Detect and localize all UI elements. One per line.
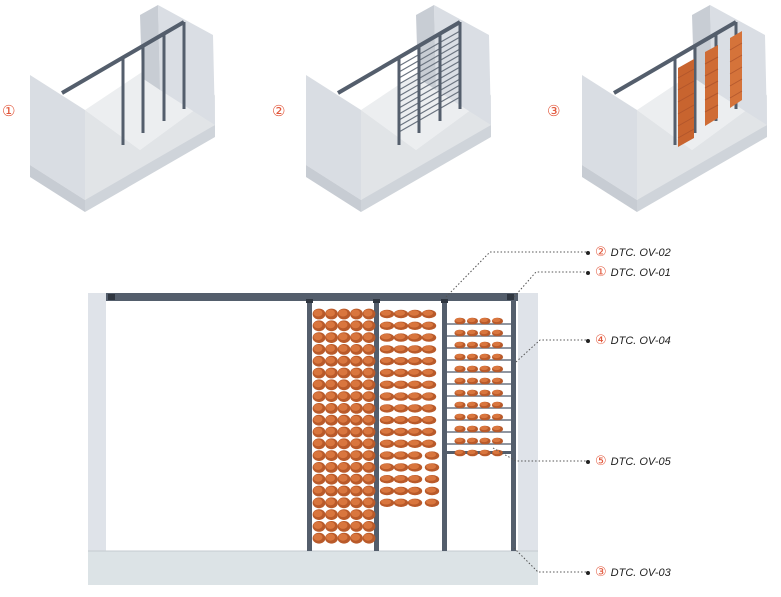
leader-ov-03 — [513, 547, 586, 573]
callout-dot — [586, 250, 590, 255]
callout-marker: ④ — [595, 333, 607, 348]
post-1 — [307, 301, 312, 551]
post-3 — [442, 301, 447, 551]
iso-view-step-1 — [30, 5, 215, 212]
callout-text: DTC. OV-01 — [610, 266, 671, 279]
beam-bracket-left — [108, 294, 115, 300]
iso-rack-shelves — [398, 30, 461, 133]
callout-ov-01: ① DTC. OV-01 — [586, 265, 671, 280]
beam-bracket-right — [507, 294, 514, 300]
callout-ov-04: ④ DTC. OV-04 — [586, 333, 671, 348]
iso-slab-edge — [85, 125, 215, 212]
iso-right-wall — [158, 5, 215, 125]
floor-slab — [88, 551, 538, 585]
leader-ov-01 — [513, 271, 586, 298]
iso-floor-front — [85, 95, 215, 200]
left-wall — [88, 293, 106, 553]
callout-marker: ⑤ — [595, 454, 607, 469]
iso-view-step-3 — [582, 5, 767, 212]
leader-ov-04 — [515, 339, 586, 363]
bottom-shelf-bar — [447, 451, 511, 454]
callout-ov-05: ⑤ DTC. OV-05 — [586, 454, 671, 469]
iso-left-wall — [30, 75, 85, 200]
callout-marker: ① — [595, 265, 607, 280]
leader-ov-05 — [492, 447, 586, 462]
callout-ov-03: ③ DTC. OV-03 — [586, 565, 671, 580]
fruit-bay-1 — [312, 308, 376, 544]
step-marker-2: ② — [272, 102, 286, 120]
step-marker-3: ③ — [547, 102, 561, 120]
post-2 — [374, 301, 379, 551]
fruit-bay-3 — [454, 317, 504, 457]
callout-dot — [586, 270, 590, 275]
callout-text: DTC. OV-04 — [610, 334, 671, 347]
callout-dot — [586, 338, 590, 343]
callout-dot — [586, 459, 590, 464]
leader-lines — [445, 251, 586, 573]
fruit-bay-2 — [379, 309, 440, 507]
callout-marker: ② — [595, 245, 607, 260]
iso-right-wall-side — [140, 5, 160, 90]
callout-text: DTC. OV-02 — [610, 246, 671, 259]
top-beam — [106, 293, 518, 301]
shelf-rails — [447, 323, 511, 445]
callout-ov-02: ② DTC. OV-02 — [586, 245, 671, 260]
leader-ov-02 — [445, 251, 586, 298]
front-elevation — [88, 293, 538, 585]
iso-hanging-fruit — [678, 31, 742, 147]
step-marker-1: ① — [2, 102, 16, 120]
post-4 — [511, 301, 516, 551]
callout-marker: ③ — [595, 565, 607, 580]
iso-top-beam — [60, 20, 186, 95]
iso-left-wall-base — [30, 165, 85, 212]
callout-text: DTC. OV-03 — [610, 566, 671, 579]
iso-view-step-2 — [306, 5, 491, 212]
callout-dot — [586, 570, 590, 575]
callout-text: DTC. OV-05 — [610, 455, 671, 468]
right-wall — [518, 293, 538, 553]
